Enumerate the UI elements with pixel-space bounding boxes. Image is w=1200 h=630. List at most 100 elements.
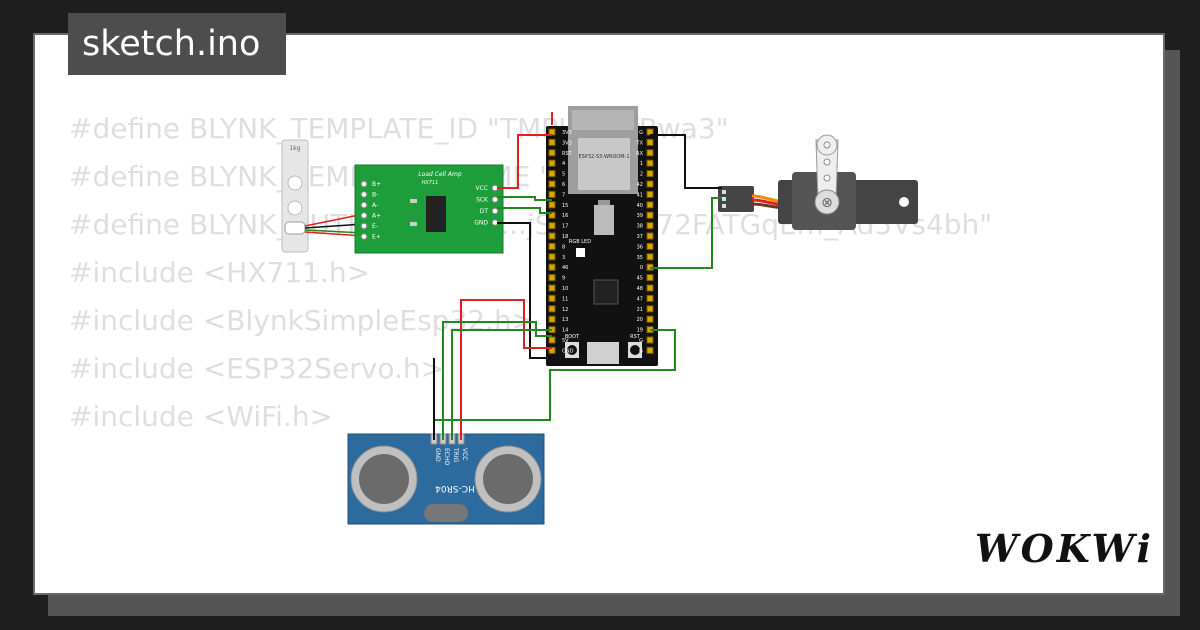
esp32-pin-12[interactable] [548, 305, 556, 313]
esp32-pin-label: 12 [562, 307, 568, 313]
esp32-pin-42[interactable] [646, 180, 654, 188]
esp32-pin-RX[interactable] [646, 149, 654, 157]
esp32-pin-13[interactable] [548, 315, 556, 323]
esp32-module-label: ESP32-S3-WROOM-1 [578, 154, 629, 160]
esp32-pin-41[interactable] [646, 190, 654, 198]
esp32-pin-8[interactable] [548, 242, 556, 250]
sketch-file-tab[interactable]: sketch.ino [68, 13, 286, 75]
esp32-pin-label: 14 [562, 328, 568, 334]
hx711-pin-label: A- [372, 202, 378, 209]
esp32-pin-label: GND [562, 348, 574, 354]
esp32-pin-1[interactable] [646, 159, 654, 167]
load-cell-label: 1kg [289, 145, 300, 152]
hx711-pin-A-[interactable] [360, 201, 368, 209]
hx711-pin-label: SCK [476, 197, 489, 204]
esp32-pin-RST[interactable] [548, 149, 556, 157]
hc-sr04-label: HC-SR04 [435, 483, 475, 493]
rst-button-label: RST [630, 334, 641, 340]
hc-sr04-pin-label: GND [434, 448, 441, 462]
esp32-pin-45[interactable] [646, 274, 654, 282]
code-line-7: #include <ESP32Servo.h> [69, 352, 445, 385]
esp32-pin-label: RX [636, 151, 643, 157]
wokwi-logo: WOKWi [975, 526, 1154, 571]
esp32-pin-3[interactable] [548, 253, 556, 261]
esp32-pin-7[interactable] [548, 190, 556, 198]
esp32-pin-label: 7 [562, 192, 565, 198]
hx711-pin-B+[interactable] [360, 180, 368, 188]
hx711-pin-dt[interactable] [491, 207, 499, 215]
load-cell[interactable]: 1kg [281, 139, 309, 253]
esp32-pin-TX[interactable] [646, 138, 654, 146]
esp32-pin-5V[interactable] [548, 336, 556, 344]
esp32-pin-3V3[interactable] [548, 138, 556, 146]
esp32-pin-6[interactable] [548, 180, 556, 188]
esp32-pin-label: 10 [562, 286, 568, 292]
esp32-pin-label: 40 [637, 203, 643, 209]
esp32-pin-G[interactable] [646, 346, 654, 354]
esp32-pin-4[interactable] [548, 159, 556, 167]
esp32-pin-46[interactable] [548, 263, 556, 271]
esp32-pin-9[interactable] [548, 274, 556, 282]
esp32-pin-47[interactable] [646, 294, 654, 302]
hx711-pin-gnd[interactable] [491, 219, 499, 226]
esp32-pin-48[interactable] [646, 284, 654, 292]
esp32-pin-39[interactable] [646, 211, 654, 219]
esp32-pin-label: 39 [637, 213, 643, 219]
esp32-pin-40[interactable] [646, 201, 654, 209]
esp32-pin-20[interactable] [646, 315, 654, 323]
esp32-pin-18[interactable] [548, 232, 556, 240]
esp32-pin-label: 5 [562, 172, 565, 178]
esp32-pin-label: 19 [637, 328, 643, 334]
servo-motor[interactable]: ⊗ [718, 134, 918, 230]
hx711-board[interactable]: Load Cell Amp HX711 B+B-A-A+E-E+ VCCSCKD… [354, 164, 504, 254]
esp32-pin-21[interactable] [646, 305, 654, 313]
esp32-pin-label: 3 [562, 255, 565, 261]
rgb-led-label: RGB LED [569, 239, 591, 245]
esp32-pin-10[interactable] [548, 284, 556, 292]
esp32-pin-36[interactable] [646, 242, 654, 250]
esp32-pin-label: 21 [637, 307, 643, 313]
esp32-pin-label: 5V [562, 338, 569, 344]
hx711-pin-B-[interactable] [360, 191, 368, 198]
hx711-pin-A+[interactable] [360, 212, 368, 219]
hx711-title: Load Cell Amp [418, 171, 461, 178]
esp32-pin-G[interactable] [646, 336, 654, 344]
esp32-pin-38[interactable] [646, 222, 654, 230]
esp32-pin-15[interactable] [548, 201, 556, 209]
code-line-5: #include <HX711.h> [69, 256, 371, 289]
esp32-pin-2[interactable] [646, 170, 654, 178]
esp32-s3-board[interactable]: ESP32-S3-WROOM-1 RGB LED BOOT RST 3V33V3… [546, 106, 658, 366]
esp32-pin-37[interactable] [646, 232, 654, 240]
hx711-pin-label: B- [372, 192, 378, 199]
esp32-pin-label: 37 [637, 234, 643, 240]
hx711-pin-E-[interactable] [360, 222, 368, 230]
connection-wires [433, 112, 722, 440]
esp32-pin-label: G [639, 338, 643, 344]
esp32-pin-label: 17 [562, 224, 568, 230]
esp32-pin-label: 15 [562, 203, 568, 209]
esp32-pin-label: 48 [637, 286, 643, 292]
esp32-pin-label: G [639, 348, 643, 354]
esp32-pin-label: 16 [562, 213, 568, 219]
esp32-pin-5[interactable] [548, 170, 556, 178]
esp32-pin-label: RST [562, 151, 573, 157]
esp32-pin-label: 4 [562, 161, 565, 167]
hx711-pin-label: DT [480, 208, 489, 215]
esp32-pin-label: 13 [562, 317, 568, 323]
esp32-pin-label: 3V3 [562, 140, 572, 146]
load-cell-wires [304, 213, 365, 237]
hc-sr04-pin-label: ECHO [443, 448, 450, 465]
esp32-pin-label: 46 [562, 265, 568, 271]
hx711-pin-sck[interactable] [491, 196, 499, 203]
hx711-pin-E+[interactable] [360, 233, 368, 240]
esp32-pin-35[interactable] [646, 253, 654, 261]
esp32-pin-label: TX [636, 140, 644, 146]
esp32-pin-label: G [639, 130, 643, 136]
esp32-pin-label: 0 [640, 265, 643, 271]
hx711-pin-label: VCC [476, 185, 488, 192]
esp32-pin-11[interactable] [548, 294, 556, 302]
hx711-model: HX711 [422, 180, 439, 186]
hx711-pin-vcc[interactable] [491, 184, 499, 192]
esp32-pin-17[interactable] [548, 222, 556, 230]
